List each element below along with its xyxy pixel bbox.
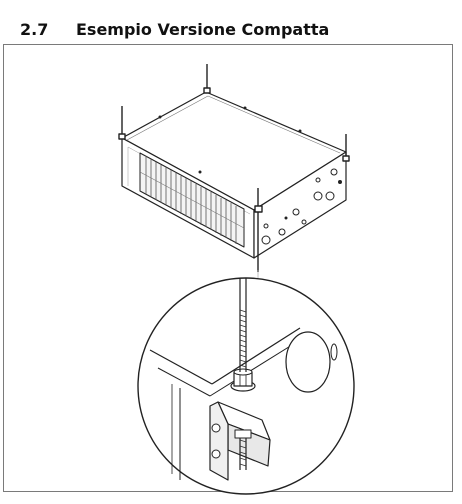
suspension-rods xyxy=(118,64,350,272)
unit-side-face xyxy=(253,151,347,259)
section-number: 2.7 xyxy=(20,20,49,39)
section-heading: 2.7 Esempio Versione Compatta xyxy=(0,18,462,44)
front-grille xyxy=(139,152,245,248)
detail-magnifier xyxy=(137,270,355,495)
section-title: Esempio Versione Compatta xyxy=(76,20,330,39)
